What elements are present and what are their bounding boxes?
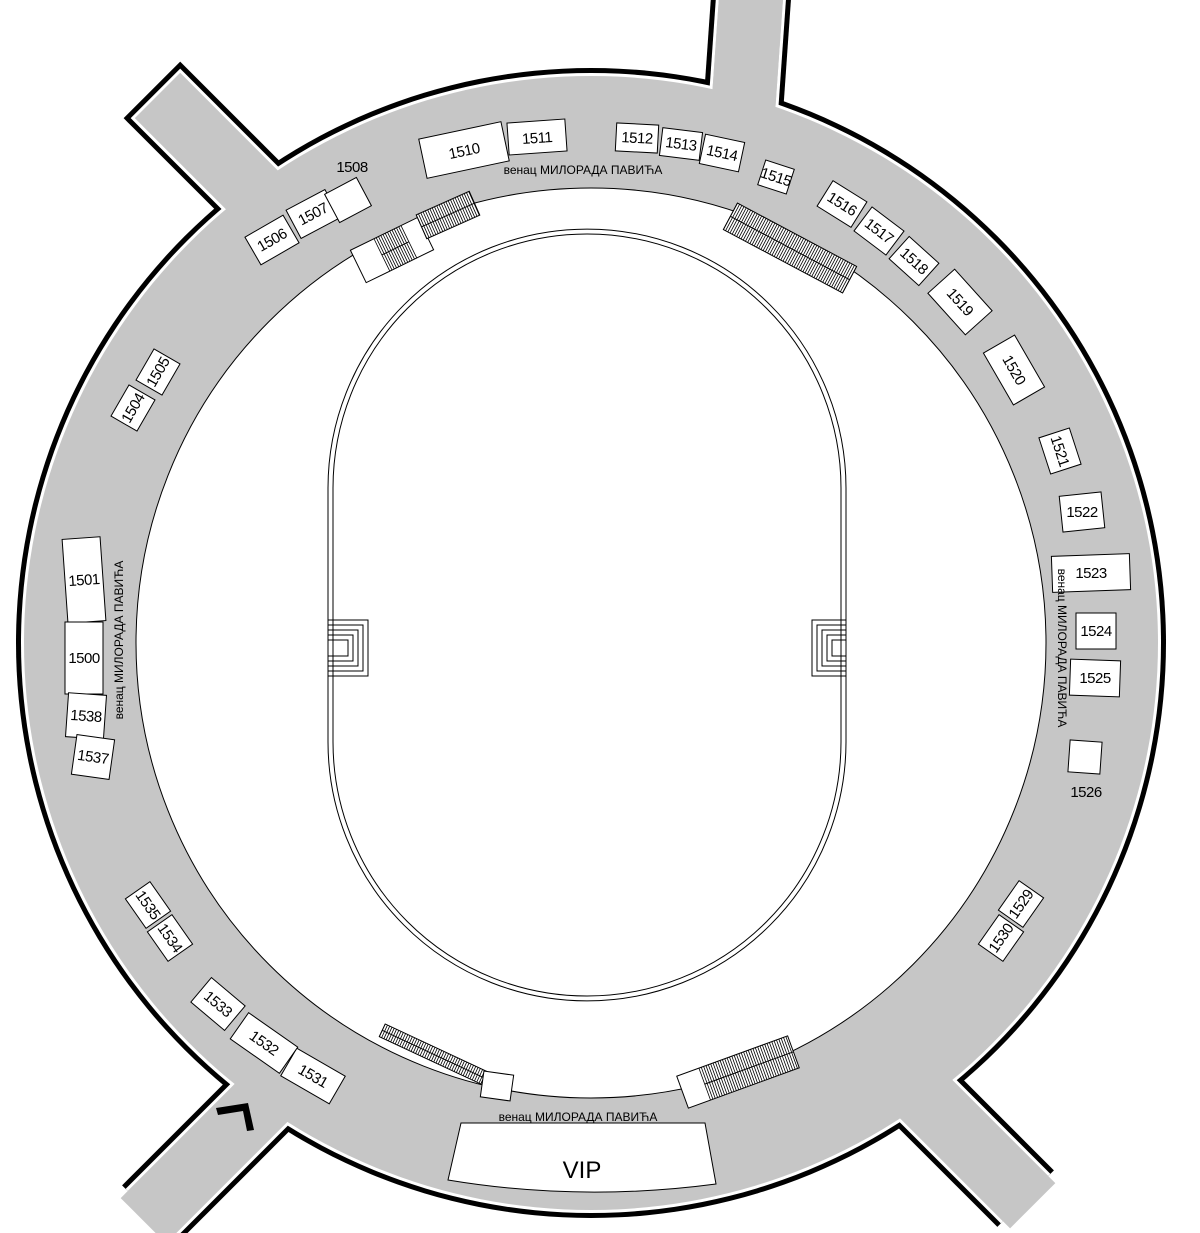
booth-1514[interactable]: 1514 [698, 133, 746, 173]
booth-1523[interactable]: 1523 [1050, 553, 1132, 593]
booth-outline [927, 268, 993, 336]
stair-block [349, 216, 435, 284]
booth-outline [229, 1011, 299, 1075]
booth-outline [418, 121, 510, 179]
booth-outline [1075, 612, 1117, 650]
booth-1505[interactable]: 1505 [135, 348, 181, 396]
booth-1521[interactable]: 1521 [1038, 427, 1082, 475]
booth-1525[interactable]: 1525 [1068, 658, 1122, 698]
booth-label: 1511 [521, 129, 553, 148]
booth-1537[interactable]: 1537 [70, 733, 116, 781]
stairs [349, 190, 858, 1109]
track-gate-right [811, 619, 846, 677]
booth-outline [977, 913, 1025, 963]
booth-label: 1508 [336, 159, 368, 176]
booth-outline [64, 621, 104, 695]
booth-1504[interactable]: 1504 [110, 384, 156, 432]
stair-block [479, 1070, 515, 1102]
street-label-left: венац МИЛОРАДА ПАВИЋА [112, 561, 126, 720]
booth-outline [888, 235, 940, 287]
booth-outline [1068, 658, 1122, 698]
booth-1508[interactable]: 1508 [323, 159, 373, 224]
booth-label: 1525 [1079, 670, 1111, 687]
booth-outline [1050, 553, 1132, 593]
booth-label: 1538 [70, 707, 103, 726]
stair-block [415, 190, 481, 240]
booth-1501[interactable]: 1501 [61, 536, 107, 624]
entrance-arm [884, 1057, 1056, 1229]
booth-outline [146, 913, 194, 963]
arena-floor [135, 187, 1047, 1099]
booth-outline [124, 880, 172, 930]
booth-1522[interactable]: 1522 [1058, 491, 1106, 533]
booth-label: 1513 [664, 134, 697, 155]
booth-outline [323, 176, 373, 224]
booth-1500[interactable]: 1500 [64, 621, 104, 695]
booth-1531[interactable]: 1531 [280, 1047, 346, 1105]
vip-area[interactable]: VIP [447, 1122, 717, 1193]
booth-1534[interactable]: 1534 [146, 913, 194, 963]
booth-label: 1512 [621, 129, 653, 148]
booth-1530[interactable]: 1530 [977, 913, 1025, 963]
booth-label: 1510 [447, 140, 481, 163]
street-label-right: венац МИЛОРАДА ПАВИЋА [1055, 569, 1069, 728]
booth-1506[interactable]: 1506 [244, 214, 300, 266]
booth-outline [757, 159, 795, 195]
booth-outline [982, 334, 1046, 406]
vip-label: VIP [563, 1157, 602, 1184]
booth-outline [1067, 739, 1103, 775]
booth-label: 1522 [1066, 504, 1098, 521]
booth-1529[interactable]: 1529 [997, 879, 1045, 929]
entrance-arm [708, 0, 785, 157]
booth-1524[interactable]: 1524 [1075, 612, 1117, 650]
booth-outline [1038, 427, 1082, 475]
stair-block [676, 1035, 800, 1109]
track-inner-line [332, 233, 842, 997]
booth-1512[interactable]: 1512 [614, 122, 660, 154]
booth-outline [658, 127, 704, 161]
booth-label: 1537 [76, 747, 110, 768]
booth-outline [280, 1047, 346, 1105]
booth-outline [70, 733, 116, 781]
booth-1519[interactable]: 1519 [927, 268, 993, 336]
booth-outline [698, 133, 746, 173]
booth-outline [110, 384, 156, 432]
booth-outline [244, 214, 300, 266]
booth-outline [853, 206, 905, 256]
booth-1532[interactable]: 1532 [229, 1011, 299, 1075]
booth-1515[interactable]: 1515 [757, 159, 795, 195]
booth-label: 1526 [1070, 784, 1102, 801]
booth-1507[interactable]: 1507 [285, 188, 341, 240]
booth-outline [506, 118, 568, 156]
booth-1526[interactable]: 1526 [1067, 739, 1103, 801]
track-outer-line [327, 228, 847, 1002]
booth-label: 1524 [1080, 623, 1112, 640]
booth-label: 1500 [68, 650, 100, 667]
booth-outline [614, 122, 660, 154]
booth-label: 1501 [68, 571, 101, 590]
entrance-arms-fill [120, 0, 1056, 1233]
booth-1513[interactable]: 1513 [658, 127, 704, 161]
stair-block [378, 1023, 488, 1085]
booth-1516[interactable]: 1516 [816, 179, 868, 229]
booth-outline [190, 976, 246, 1032]
booth-1511[interactable]: 1511 [506, 118, 568, 156]
entrance-arm [134, 72, 306, 244]
street-label-top: венац МИЛОРАДА ПАВИЋА [504, 163, 663, 177]
booth-outline [816, 179, 868, 229]
street-label-bottom: венац МИЛОРАДА ПАВИЋА [499, 1110, 658, 1124]
track-gate-left [328, 619, 369, 677]
booth-1520[interactable]: 1520 [982, 334, 1046, 406]
booth-label: 1523 [1075, 565, 1107, 582]
booth-label: 1514 [705, 142, 739, 165]
stair-block [722, 202, 858, 294]
booth-outline [1058, 491, 1106, 533]
booth-outline [135, 348, 181, 396]
corner-marker-icon [216, 1103, 254, 1131]
booth-1538[interactable]: 1538 [64, 692, 108, 740]
booth-outline [997, 879, 1045, 929]
booth-1510[interactable]: 1510 [418, 121, 510, 179]
